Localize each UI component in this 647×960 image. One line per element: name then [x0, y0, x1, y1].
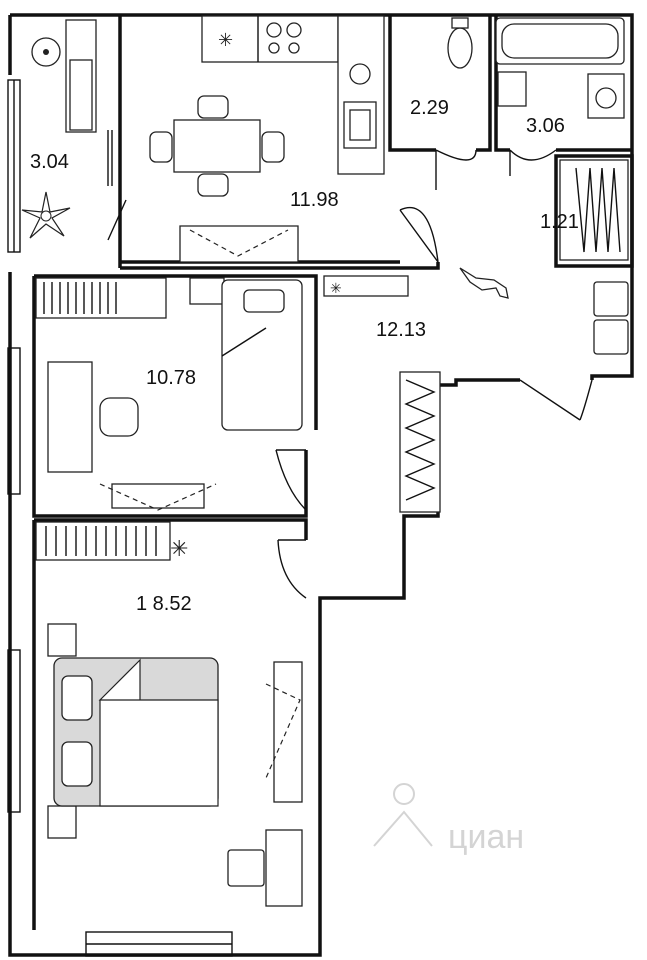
toilet-area-label: 2.29 [410, 97, 449, 119]
hall-wardrobe [399, 371, 441, 513]
kitchen-counter [201, 15, 339, 63]
chair [149, 131, 173, 163]
svg-text:циан: циан [448, 818, 524, 856]
tv-stand [273, 661, 303, 803]
plant-icon: ✳ [330, 280, 342, 296]
dresser [265, 829, 303, 907]
washbasin-icon [497, 71, 527, 107]
toilet-icon [447, 27, 473, 69]
plant-icon: ✳ [170, 536, 188, 561]
nightstand [47, 805, 77, 839]
chair [197, 173, 229, 197]
shoe-rack [323, 275, 409, 297]
pillow [243, 289, 285, 313]
dining-table [173, 119, 261, 173]
bathroom: 3.06 [494, 15, 632, 176]
balcony: 3.04 [7, 19, 127, 253]
electrical-panel-icon [593, 319, 629, 355]
fridge-star-icon: ✳ [218, 30, 233, 50]
hall: ✳ 12.13 [323, 267, 629, 513]
small-bedroom-area-label: 10.78 [146, 367, 196, 389]
bookshelf [35, 521, 171, 561]
dog-icon [459, 267, 509, 299]
electrical-panel-icon [593, 281, 629, 317]
stove-icon [266, 22, 302, 54]
tv-stand [179, 225, 299, 263]
bedroom-main: ✳ 1 8.52 [7, 518, 308, 957]
desk-chair [99, 397, 139, 437]
single-bed [221, 279, 303, 431]
closet-area-label: 1.21 [540, 211, 579, 233]
pillow [61, 741, 93, 787]
outer-walls [8, 13, 634, 957]
chair [197, 95, 229, 119]
bathroom-area-label: 3.06 [526, 115, 565, 137]
pillow [61, 675, 93, 721]
nightstand [47, 623, 77, 657]
kitchen-area-label: 11.98 [290, 189, 339, 211]
balcony-area-label: 3.04 [30, 151, 69, 173]
bedroom-small: 10.78 [7, 274, 318, 518]
nightstand [189, 277, 225, 305]
washing-machine-icon [349, 63, 371, 85]
bookshelf [35, 277, 167, 319]
kitchen: ✳ 11.98 [120, 15, 440, 270]
plant-icon [21, 191, 71, 239]
toilet-room: 2.29 [388, 15, 492, 190]
electrical-panel-icon [227, 849, 265, 887]
closet: 1.21 [540, 154, 634, 268]
main-bedroom-area-label: 1 8.52 [136, 593, 192, 615]
cian-logo-watermark: циан [373, 783, 524, 856]
hall-area-label: 12.13 [376, 319, 426, 341]
kitchen-counter-right [337, 15, 385, 175]
chair [261, 131, 285, 163]
wardrobe [559, 159, 629, 261]
desk [47, 361, 93, 473]
